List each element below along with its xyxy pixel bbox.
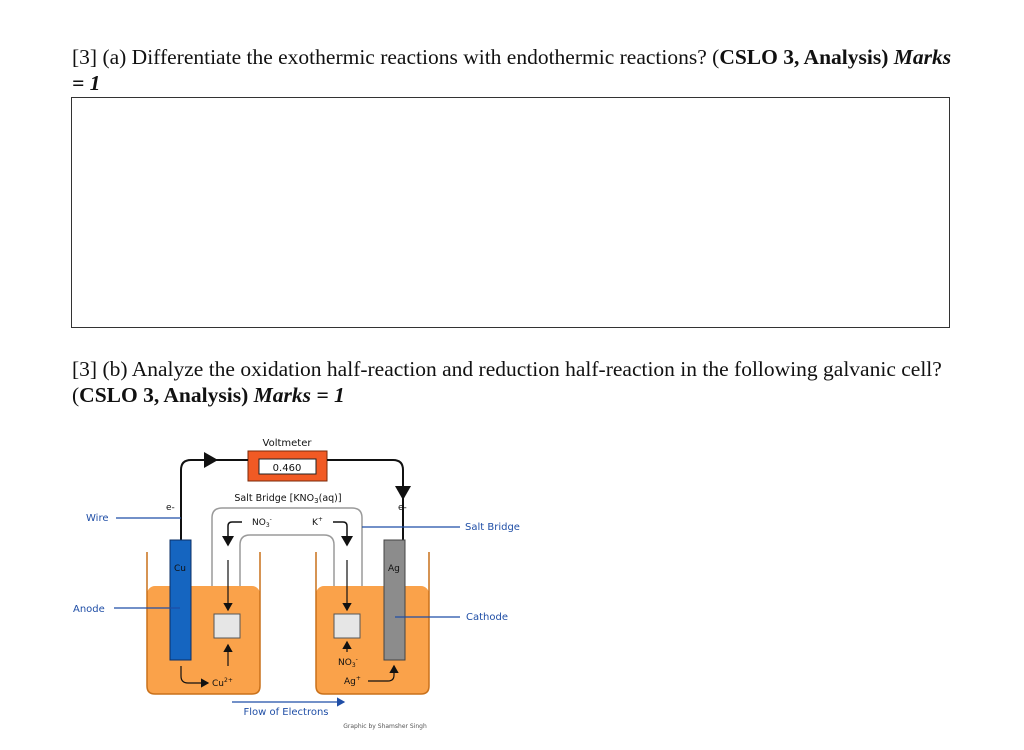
no3-right-label: NO3- (338, 656, 358, 669)
galvanic-cell-diagram: Voltmeter 0.460 e- e- Salt Bridge [KNO3(… (73, 438, 520, 730)
bridge-plug-right (333, 613, 361, 639)
voltmeter-reading: 0.460 (273, 463, 302, 474)
cu-label: Cu (174, 564, 186, 574)
question-a: [3] (a) Differentiate the exothermic rea… (72, 44, 952, 96)
ag-ion-label: Ag+ (344, 675, 361, 687)
salt-bridge-tube (211, 507, 363, 640)
question-a-clo: CSLO 3, Analysis) (719, 45, 889, 69)
no3-bridge-label: NO3- (252, 516, 272, 529)
left-solution (147, 586, 260, 694)
question-a-text: [3] (a) Differentiate the exothermic rea… (72, 45, 720, 69)
anode-label: Anode (73, 604, 105, 615)
question-b-marks: Marks = 1 (253, 383, 345, 407)
voltmeter-display (258, 458, 317, 475)
ag-label: Ag (388, 564, 400, 574)
flow-label: Flow of Electrons (243, 707, 328, 718)
bridge-plug-left (213, 613, 241, 639)
right-solution (316, 586, 429, 694)
left-beaker (146, 552, 261, 695)
wire-left (180, 452, 218, 548)
cu-ion-label: Cu2+ (212, 677, 233, 689)
cathode-label: Cathode (466, 612, 508, 623)
voltmeter-label: Voltmeter (263, 438, 313, 449)
cu-ion-arrow (180, 666, 210, 688)
k-bridge-label: K+ (312, 516, 323, 528)
question-b-text: [3] (b) Analyze the oxidation half-react… (72, 357, 942, 407)
answer-box-a[interactable] (71, 97, 950, 328)
ag-electrode (383, 539, 406, 661)
salt-bridge-inner (239, 534, 335, 640)
no3-flow-arrow (222, 521, 242, 547)
cu-electrode (169, 539, 192, 661)
electron-right-label: e- (398, 503, 407, 513)
salt-bridge-label: Salt Bridge (465, 522, 520, 533)
question-b: [3] (b) Analyze the oxidation half-react… (72, 356, 952, 408)
salt-bridge-title: Salt Bridge [KNO3(aq)] (234, 493, 341, 505)
electron-left-label: e- (166, 503, 175, 513)
wire-label: Wire (86, 513, 109, 524)
ag-ion-arrow (368, 664, 399, 682)
credit-text: Graphic by Shamsher Singh (343, 723, 427, 730)
k-flow-arrow (333, 521, 353, 547)
right-beaker (315, 552, 430, 695)
question-a-marks: Marks = 1 (72, 45, 952, 95)
wire-right (327, 459, 411, 500)
question-b-clo: CSLO 3, Analysis) (79, 383, 249, 407)
